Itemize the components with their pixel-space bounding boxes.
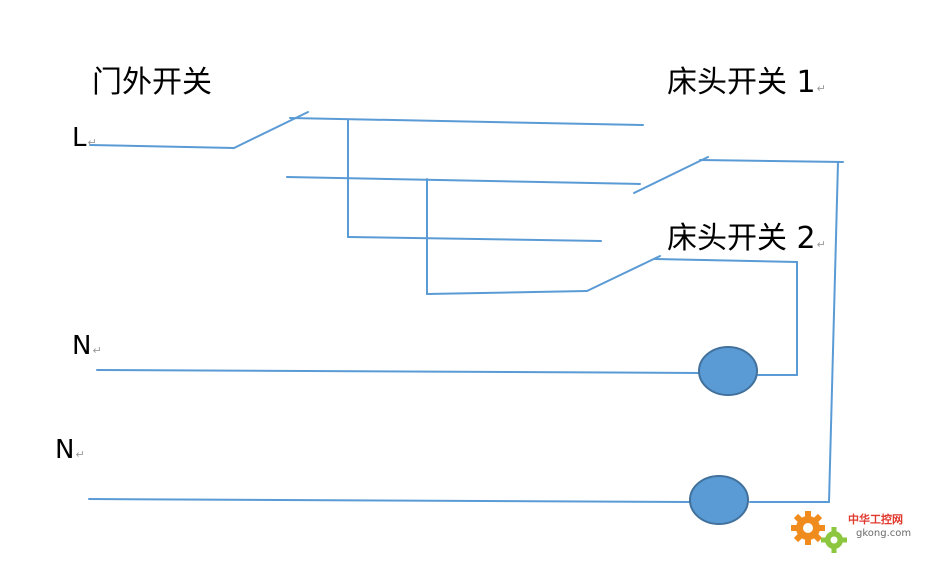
outdoor-contact-b-wire	[286, 176, 641, 185]
paragraph-mark: ↵	[87, 136, 97, 149]
paragraph-mark: ↵	[816, 238, 826, 251]
lamp-2	[689, 475, 749, 525]
cross-wire-a-to-switch2	[347, 236, 602, 242]
paragraph-mark: ↵	[75, 448, 85, 461]
watermark-cn: 中华工控网	[848, 513, 903, 526]
neutral-wire-2	[88, 498, 691, 503]
cross-wire-b-to-switch2	[426, 290, 588, 295]
watermark-small-gear-icon	[821, 527, 847, 553]
watermark-gear-icon	[791, 511, 825, 545]
bedside-switch-2-output	[654, 258, 798, 263]
outdoor-contact-a-wire	[289, 117, 644, 126]
lamp-1	[698, 346, 758, 396]
paragraph-mark: ↵	[92, 344, 102, 357]
neutral-wire-1	[96, 369, 701, 374]
neutral-2-label: N↵	[55, 435, 85, 465]
lamp-2-feed-vertical	[828, 161, 839, 503]
bedside-switch-2-lever	[586, 255, 661, 292]
bedside-switch-2-label: 床头开关 2↵	[667, 221, 826, 256]
live-label: L↵	[72, 123, 97, 153]
watermark-url: gkong.com	[856, 528, 912, 539]
bedside-switch-1-output	[699, 159, 844, 163]
bedside-switch-1-lever	[633, 156, 709, 194]
neutral-1-label: N↵	[72, 331, 102, 361]
outdoor-switch-label: 门外开关	[92, 65, 212, 100]
bedside-switch-1-label: 床头开关 1↵	[667, 65, 826, 100]
paragraph-mark: ↵	[816, 82, 826, 95]
live-wire	[89, 144, 235, 149]
